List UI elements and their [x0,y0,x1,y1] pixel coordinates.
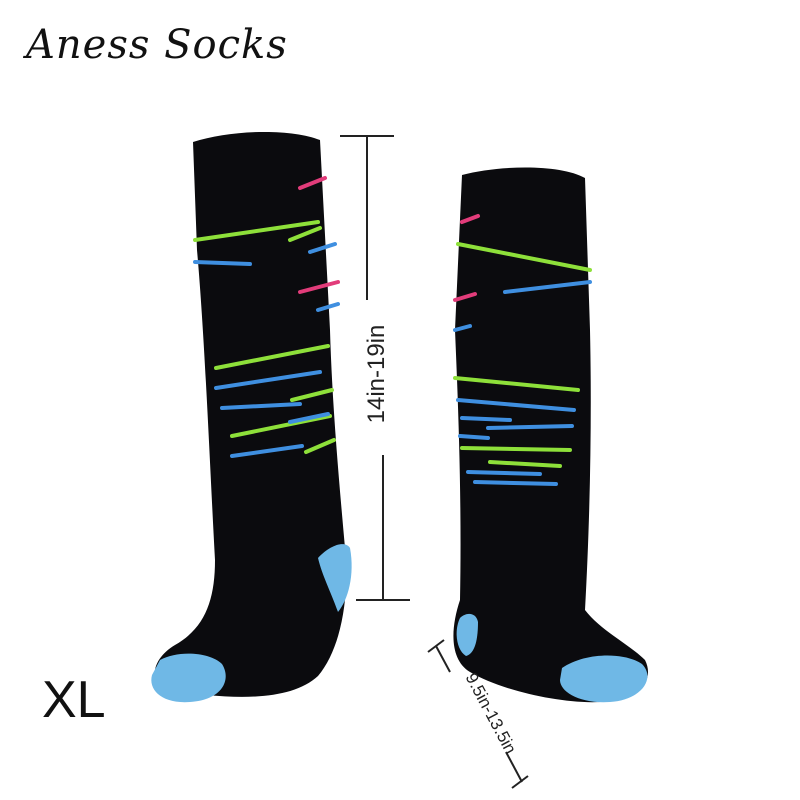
left-sock-toe [151,653,226,703]
left-sock-body [154,131,347,697]
height-dimension: 14in-19in [340,135,410,601]
right-sock [453,167,648,703]
left-sock-heel [318,544,352,612]
right-sock-body [453,167,648,703]
right-sock-toe [560,655,648,703]
left-sock-stripes [193,176,340,458]
height-label: 14in-19in [363,325,390,424]
size-label: XL [42,671,106,729]
right-sock-stripes [453,214,592,486]
brand-title: Aness Socks [26,22,288,68]
left-sock [151,131,352,703]
right-sock-heel [456,613,478,656]
